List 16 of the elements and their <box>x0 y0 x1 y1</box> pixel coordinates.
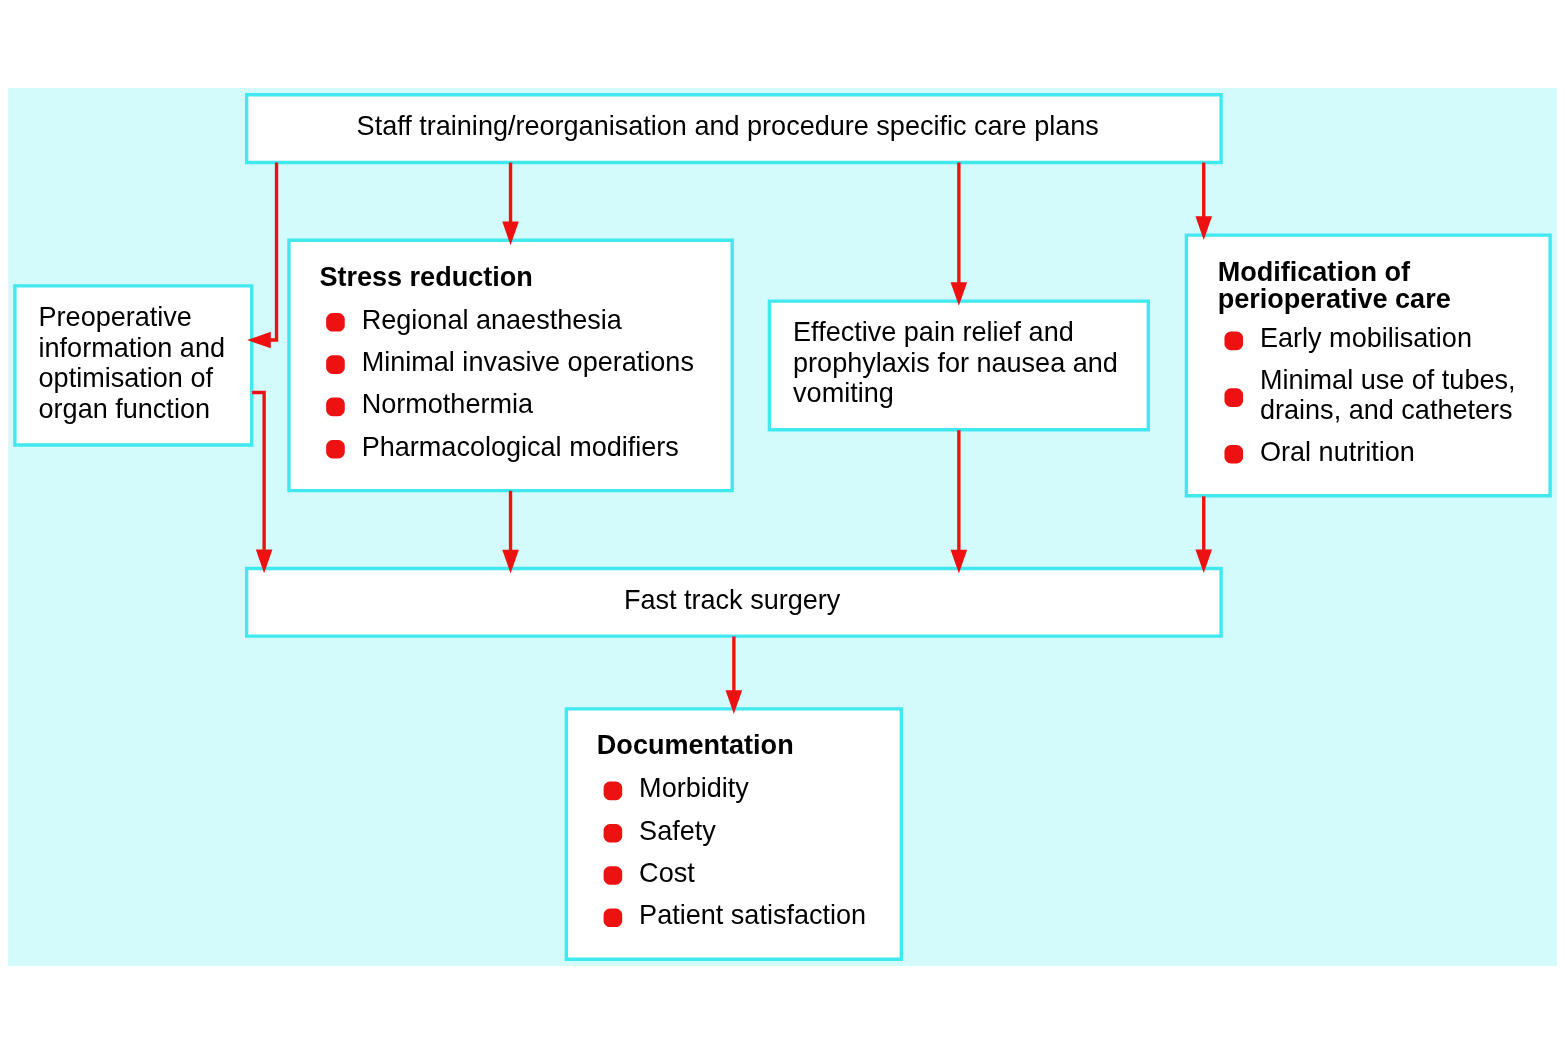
arrow <box>950 429 968 573</box>
arrow <box>1195 162 1213 240</box>
node-box: Effective pain relief and prophylaxis for nausea and vomiting <box>767 298 1150 431</box>
node-box: Staff training/reorganisation and procedure specific care plans <box>244 92 1223 164</box>
arrow <box>247 162 279 348</box>
node-box: Preoperative information and optimisation of organ function <box>13 283 254 447</box>
node-box: Fast track surgery <box>244 566 1223 638</box>
arrow <box>502 490 519 573</box>
arrow <box>950 162 968 306</box>
node-box: Modification of perioperative care Early mobilisation Minimal use of tubes, drains, and catheters Oral nutrition <box>1184 233 1552 497</box>
node-box: Stress reduction Regional anaesthesia Minimal invasive operations Normothermia Pharmacological modifiers <box>287 238 734 492</box>
arrow <box>1195 495 1213 573</box>
arrow <box>252 390 273 573</box>
node-box: Documentation Morbidity Safety Cost Patient satisfaction <box>564 706 904 961</box>
arrow <box>725 635 743 714</box>
arrow <box>502 162 519 245</box>
